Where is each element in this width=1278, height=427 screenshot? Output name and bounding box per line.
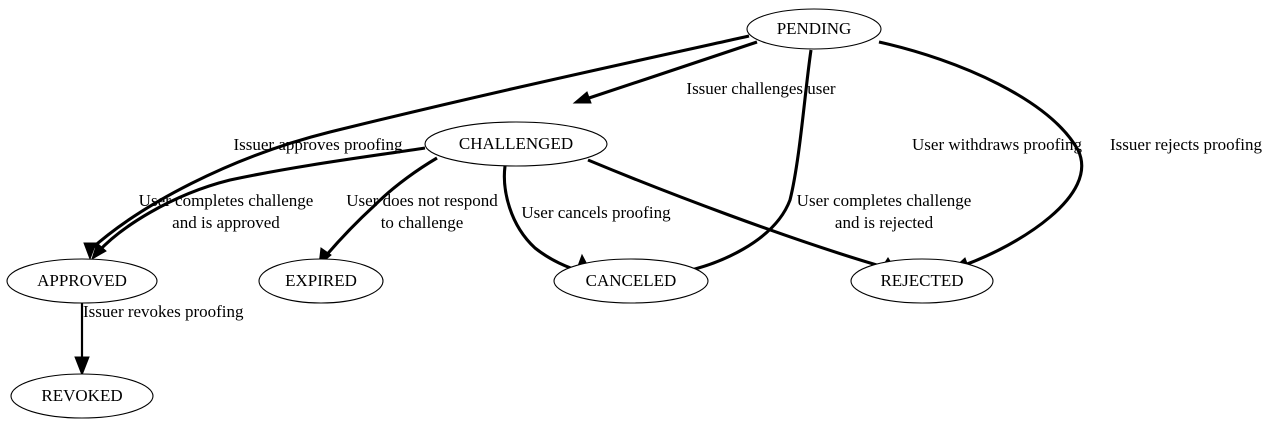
edge-label-line-1: User completes challenge — [139, 191, 314, 210]
edge-label-user-completes-challenge-and-is-rejected: User completes challenge and is rejected — [797, 191, 972, 232]
node-revoked-label: REVOKED — [41, 386, 122, 405]
node-canceled[interactable]: CANCELED — [553, 258, 709, 304]
node-rejected-label: REJECTED — [880, 271, 963, 290]
edge-pending-challenged — [572, 40, 758, 104]
node-challenged-label: CHALLENGED — [459, 134, 573, 153]
edge-label-line-2: and is rejected — [835, 213, 934, 232]
edge-label-line-2: to challenge — [381, 213, 464, 232]
edge-label-line-1: User does not respond — [346, 191, 498, 210]
node-pending-shape[interactable] — [746, 8, 882, 50]
edge-label-issuer-challenges-user: Issuer challenges user — [686, 79, 836, 98]
edge-pending-approved — [83, 34, 750, 261]
edge-label-issuer-revokes-proofing: Issuer revokes proofing — [83, 302, 244, 321]
edge-label-user-completes-challenge-and-is-approved: User completes challenge and is approved — [139, 191, 314, 232]
edge-label-line-2: and is approved — [172, 213, 280, 232]
edge-label-user-withdraws-proofing: User withdraws proofing — [912, 135, 1082, 154]
node-revoked[interactable]: REVOKED — [10, 373, 154, 419]
node-challenged[interactable]: CHALLENGED — [424, 121, 608, 167]
node-pending-label: PENDING — [777, 19, 852, 38]
node-approved-shape[interactable] — [6, 258, 158, 304]
edge-approved-revoked — [74, 303, 90, 377]
node-canceled-label: CANCELED — [586, 271, 677, 290]
node-expired[interactable]: EXPIRED — [258, 258, 384, 304]
edge-challenged-approved — [91, 146, 426, 261]
edge-label-issuer-rejects-proofing: Issuer rejects proofing — [1110, 135, 1263, 154]
node-pending[interactable]: PENDING — [746, 8, 882, 50]
node-rejected[interactable]: REJECTED — [850, 258, 994, 304]
edge-pending-rejected — [878, 40, 1084, 270]
node-challenged-shape[interactable] — [424, 121, 608, 167]
edge-challenged-expired — [318, 156, 438, 267]
edge-label-issuer-approves-proofing: Issuer approves proofing — [233, 135, 403, 154]
edge-label-user-does-not-respond-to-challenge: User does not respond to challenge — [346, 191, 498, 232]
node-expired-shape[interactable] — [258, 258, 384, 304]
node-rejected-shape[interactable] — [850, 258, 994, 304]
node-approved[interactable]: APPROVED — [6, 258, 158, 304]
edge-label-user-cancels-proofing: User cancels proofing — [521, 203, 671, 222]
node-expired-label: EXPIRED — [285, 271, 357, 290]
edge-label-line-1: User completes challenge — [797, 191, 972, 210]
node-canceled-shape[interactable] — [553, 258, 709, 304]
node-revoked-shape[interactable] — [10, 373, 154, 419]
node-approved-label: APPROVED — [37, 271, 127, 290]
